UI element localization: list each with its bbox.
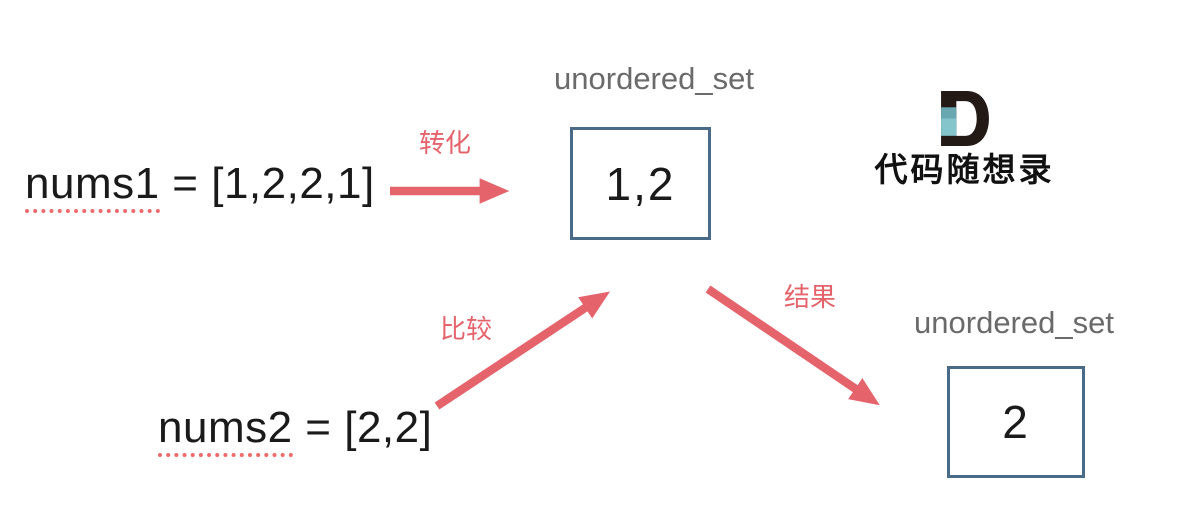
brand-text: 代码随想录 [874, 150, 1055, 189]
converted-set-box: 1,2 [570, 127, 711, 240]
nums2-value: = [2,2] [292, 403, 433, 452]
brand-logo: 代码随想录 [862, 91, 1067, 188]
nums2-expression: nums2 = [2,2] [158, 403, 433, 458]
compare-arrow-label: 比较 [440, 314, 493, 344]
converted-set-title: unordered_set [554, 61, 754, 96]
converted-set-value: 1,2 [605, 157, 676, 210]
compare-arrow [434, 291, 610, 410]
nums2-variable: nums2 [158, 403, 293, 458]
result-set-box: 2 [947, 366, 1085, 478]
result-set-title: unordered_set [914, 305, 1114, 340]
result-arrow-label: 结果 [784, 282, 837, 312]
result-arrow [705, 285, 880, 406]
transform-arrow-label: 转化 [419, 128, 472, 158]
nums1-value: = [1,2,2,1] [159, 159, 375, 208]
nums1-variable: nums1 [25, 159, 160, 214]
nums1-expression: nums1 = [1,2,2,1] [25, 159, 375, 214]
d-logo-icon [940, 91, 989, 146]
result-set-value: 2 [1002, 396, 1030, 448]
